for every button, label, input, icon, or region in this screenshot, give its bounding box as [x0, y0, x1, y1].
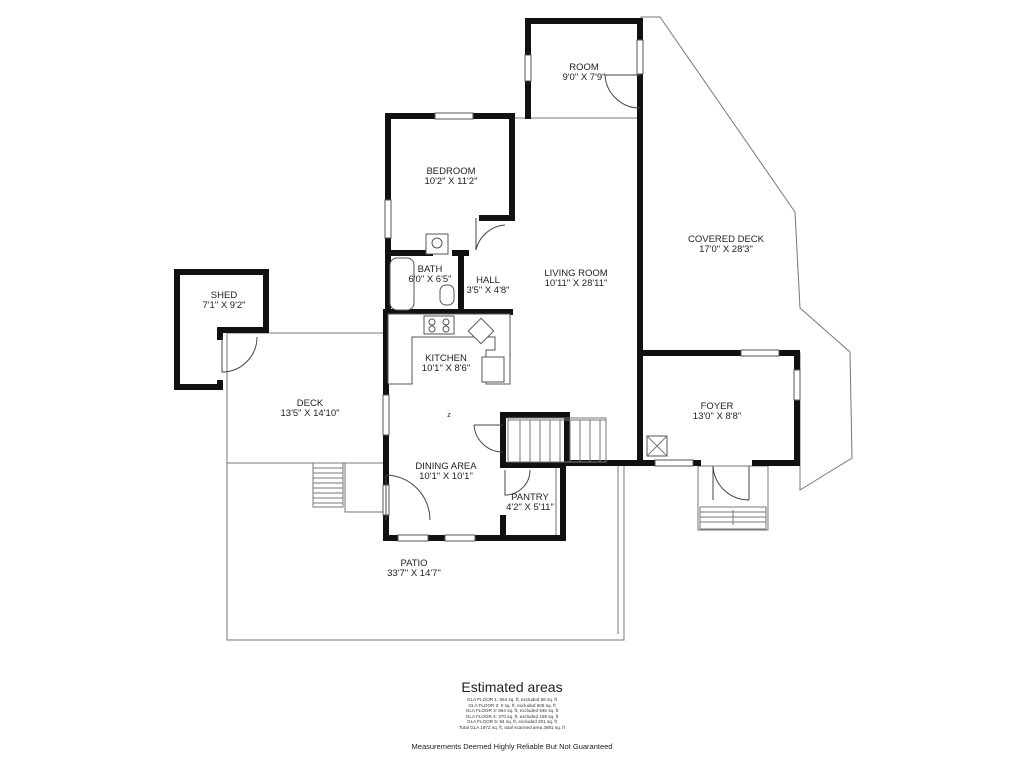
floor-marker: z [447, 412, 451, 419]
area-line: GLA FLOOR 4: 370 sq. ft, excluded 169 sq… [465, 713, 559, 719]
bedroom-dims: 10'2" X 11'2" [425, 176, 478, 187]
pantry-name: PANTRY [511, 492, 549, 503]
windows [382, 39, 801, 542]
estimated-areas-list: GLA FLOOR 1: 554 sq. ft, excluded 58 sq.… [0, 697, 1024, 731]
living-room-name: LIVING ROOM [544, 268, 607, 279]
covered-deck-dims: 17'0" X 28'3" [699, 244, 753, 255]
estimated-areas-title: Estimated areas [461, 679, 563, 695]
covered-deck-name: COVERED DECK [688, 234, 765, 245]
dining-area-name: DINING AREA [415, 461, 477, 472]
foyer-dims: 13'0" X 8'8" [693, 411, 741, 422]
patio-dims: 33'7" X 14'7" [387, 568, 441, 579]
entry-steps-area [697, 465, 769, 531]
doors [221, 74, 750, 521]
kitchen-counters [387, 313, 511, 385]
bath-dims: 6'0" X 6'5" [408, 274, 451, 285]
kitchen-dims: 10'1" X 8'6" [422, 363, 470, 374]
area-line: GLA FLOOR 1: 554 sq. ft, excluded 58 sq.… [467, 697, 557, 702]
dining-area-dims: 10'1" X 10'1" [419, 471, 473, 482]
living-room-dims: 10'11" X 28'11" [545, 278, 608, 289]
hall-name: HALL [476, 275, 500, 286]
area-line: Total GLA 1972 sq. ft, total scanned are… [459, 724, 565, 730]
deck-name: DECK [297, 398, 324, 409]
area-line: GLA FLOOR 5: 84 sq. ft, excluded 201 sq.… [467, 719, 557, 725]
area-line: GLA FLOOR 3: 964 sq. ft, excluded 945 sq… [465, 708, 559, 714]
kitchen-name: KITCHEN [425, 353, 467, 364]
room-name: ROOM [569, 62, 599, 73]
pantry-dims: 4'2" X 5'11" [506, 502, 554, 513]
shed-name: SHED [211, 290, 238, 301]
area-line: GLA FLOOR 2: 0 sq. ft, excluded 608 sq. … [468, 702, 556, 708]
deck-outline [226, 332, 387, 513]
deck-dims: 13'5" X 14'10" [281, 408, 340, 419]
patio-name: PATIO [400, 558, 427, 569]
room-dims: 9'0" X 7'9" [562, 72, 605, 83]
foyer-name: FOYER [701, 401, 734, 412]
disclaimer-note: Measurements Deemed Highly Reliable But … [411, 742, 613, 751]
fireplace-icon [646, 435, 668, 457]
bath-fixtures [389, 233, 455, 311]
bath-name: BATH [418, 264, 443, 275]
deck-stairs [312, 462, 344, 508]
entry-stairs [699, 506, 767, 530]
bedroom-name: BEDROOM [426, 166, 475, 177]
hall-dims: 3'5" X 4'8" [466, 285, 509, 296]
shed-dims: 7'1" X 9'2" [202, 300, 245, 311]
center-stairs [507, 417, 607, 463]
